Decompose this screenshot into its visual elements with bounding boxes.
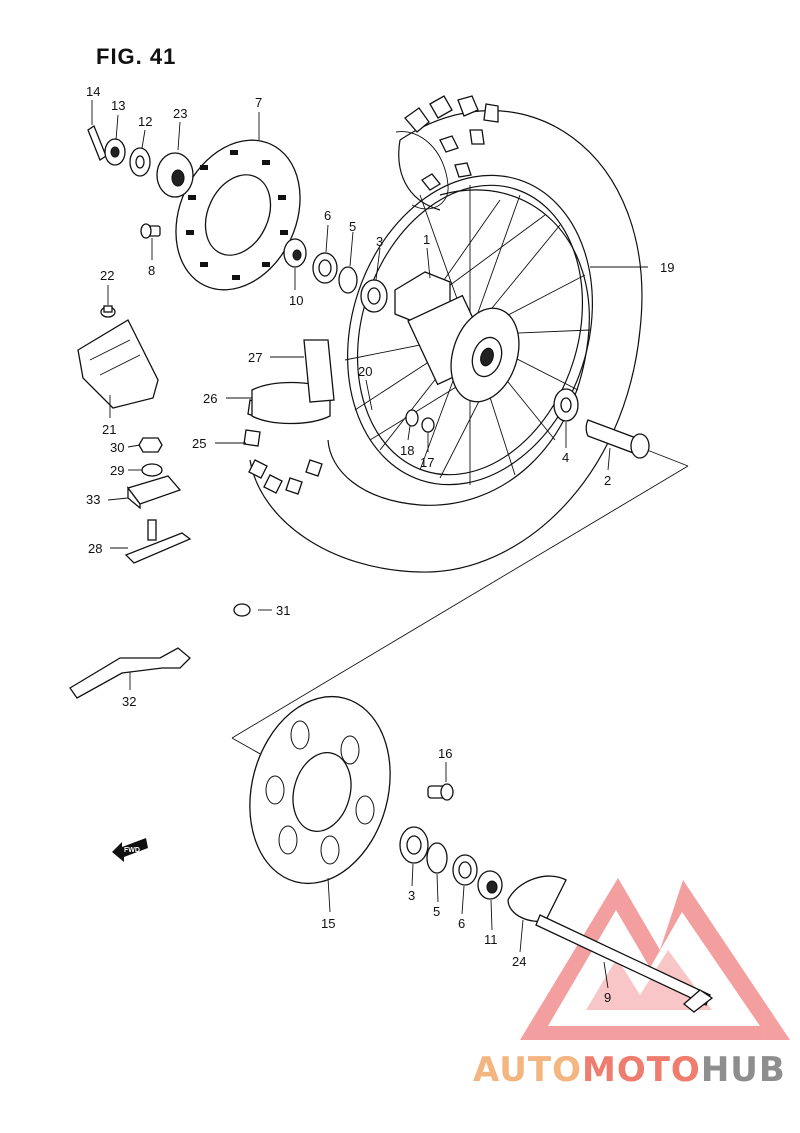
callout-3-bottom: 3 — [408, 888, 415, 903]
callout-13: 13 — [111, 98, 125, 113]
washer-29 — [141, 463, 163, 477]
cotter-pin — [87, 125, 107, 161]
logo-auto: AUTO — [473, 1050, 582, 1090]
logo-hub: HUB — [700, 1050, 786, 1090]
callout-22: 22 — [100, 268, 114, 283]
callout-26: 26 — [203, 391, 217, 406]
callout-27: 27 — [248, 350, 262, 365]
callout-21: 21 — [102, 422, 116, 437]
leader-lines — [91, 100, 648, 989]
callout-7: 7 — [255, 95, 262, 110]
spacer-11 — [477, 870, 503, 900]
nut-13 — [104, 138, 126, 166]
callout-18: 18 — [400, 443, 414, 458]
bolt-16 — [427, 783, 454, 801]
tire — [243, 95, 643, 573]
nut-17 — [421, 417, 435, 433]
rim-and-spokes — [344, 174, 593, 486]
washer-12 — [129, 147, 151, 177]
watermark-logo-text: AUTOMOTOHUB — [473, 1050, 786, 1090]
adjuster-24 — [507, 875, 567, 922]
logo-moto: MOTO — [581, 1050, 701, 1090]
callout-5-top: 5 — [349, 219, 356, 234]
bolt-8 — [140, 223, 161, 239]
callout-12: 12 — [138, 114, 152, 129]
callout-8: 8 — [148, 263, 155, 278]
bearing-3-bottom — [399, 826, 429, 864]
callout-29: 29 — [110, 463, 124, 478]
callout-15: 15 — [321, 916, 335, 931]
rim-lock-28 — [124, 519, 192, 564]
callout-19: 19 — [660, 260, 674, 275]
spacer-10 — [283, 238, 307, 268]
bolt-18 — [405, 409, 419, 427]
axle-9 — [535, 914, 714, 1013]
circlip-5-bottom — [426, 842, 448, 874]
callout-6-bottom: 6 — [458, 916, 465, 931]
callout-31: 31 — [276, 603, 290, 618]
tire-tread-blocks — [243, 95, 499, 495]
sprocket-15 — [249, 695, 391, 885]
callout-33: 33 — [86, 492, 100, 507]
callout-9: 9 — [604, 990, 611, 1005]
callout-3-top: 3 — [376, 234, 383, 249]
spacer-2 — [585, 419, 650, 459]
callout-17: 17 — [420, 455, 434, 470]
figure-title: FIG. 41 — [96, 44, 177, 69]
seal-6 — [312, 252, 338, 284]
callout-24: 24 — [512, 954, 526, 969]
bearing-4 — [553, 388, 579, 422]
callout-11: 11 — [484, 932, 498, 947]
callout-28: 28 — [88, 541, 102, 556]
cap-31 — [233, 603, 251, 617]
callout-6-top: 6 — [324, 208, 331, 223]
callout-2: 2 — [604, 473, 611, 488]
seal-6-bottom — [452, 854, 478, 886]
fwd-arrow: FWD — [112, 838, 148, 862]
pad-33 — [126, 475, 182, 510]
fwd-label: FWD — [124, 847, 140, 854]
bolt-22 — [100, 305, 116, 318]
spoke-wrench-32 — [69, 647, 191, 699]
callout-5-bottom: 5 — [433, 904, 440, 919]
callout-labels: 14 13 12 23 7 8 10 6 5 3 1 19 22 21 30 2… — [86, 84, 674, 1005]
callout-30: 30 — [110, 440, 124, 455]
callout-32: 32 — [122, 694, 136, 709]
circlip-5 — [338, 266, 358, 294]
bearing-3-top — [360, 279, 388, 313]
watermark-triangle-logo — [520, 878, 790, 1040]
callout-25: 25 — [192, 436, 206, 451]
callout-16: 16 — [438, 746, 452, 761]
hub — [394, 271, 520, 403]
flap-27 — [303, 339, 335, 403]
callout-14: 14 — [86, 84, 100, 99]
guard-21 — [77, 319, 159, 409]
nut-30 — [138, 437, 163, 453]
callout-23: 23 — [173, 106, 187, 121]
callout-10: 10 — [289, 293, 303, 308]
callout-4: 4 — [562, 450, 569, 465]
callout-1: 1 — [423, 232, 430, 247]
callout-20: 20 — [358, 364, 372, 379]
drum-23 — [156, 152, 194, 198]
